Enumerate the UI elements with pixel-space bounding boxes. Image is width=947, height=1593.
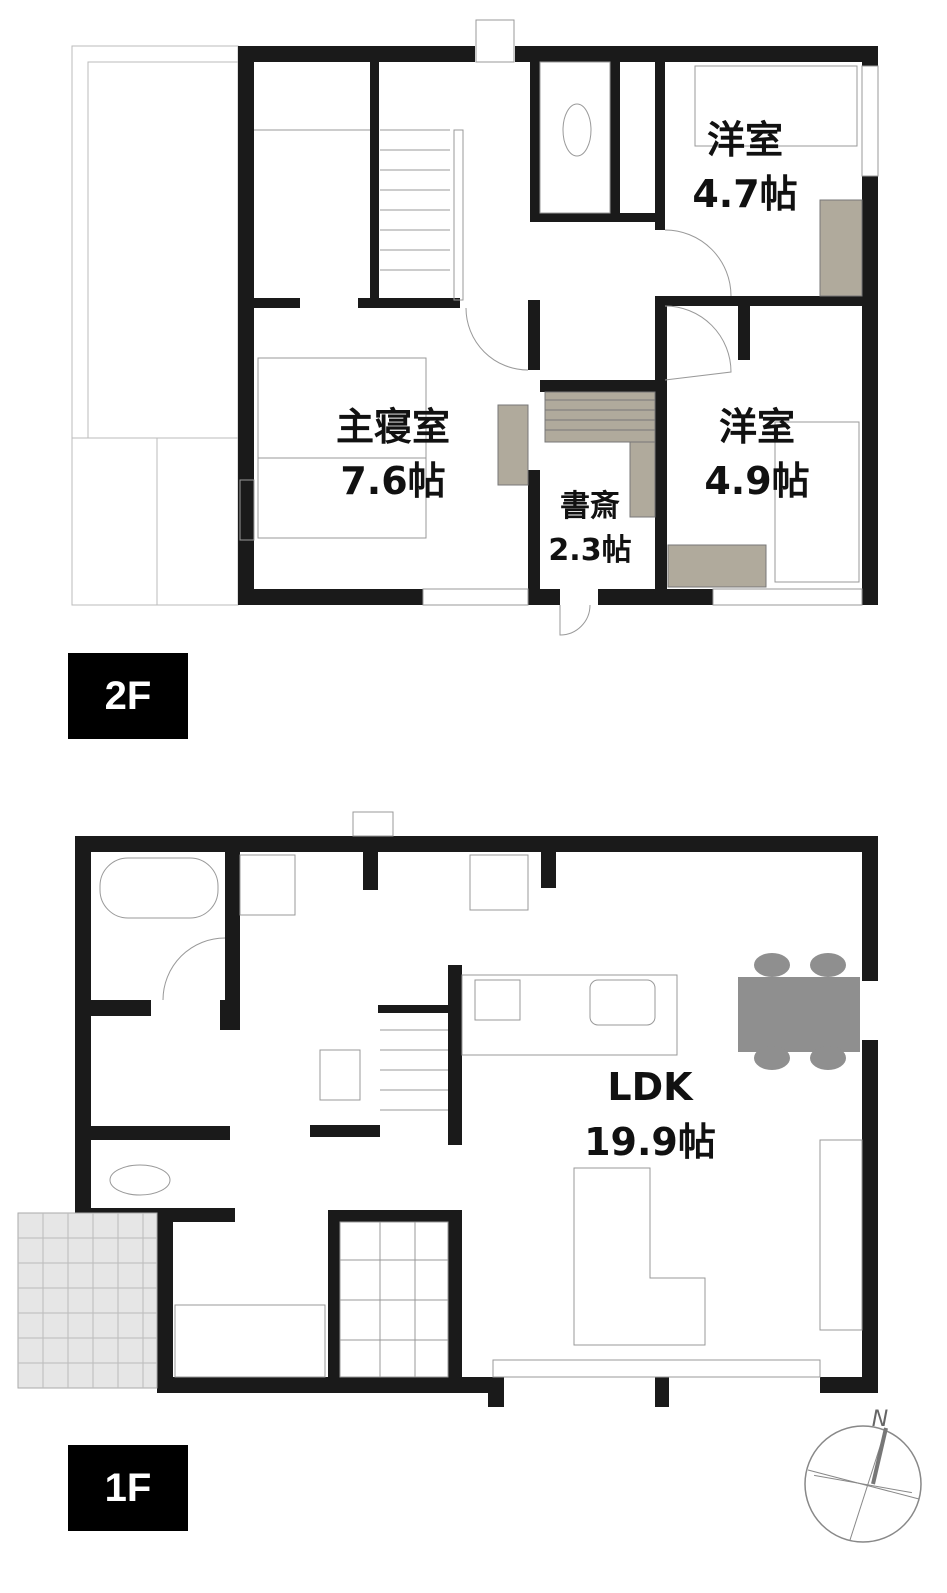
entry-porch-tiles: [17, 1212, 158, 1389]
fixtures-2f: [239, 19, 879, 636]
compass: N: [804, 1407, 922, 1543]
room-size: 4.7帖: [692, 172, 797, 216]
room-size: 4.9帖: [704, 459, 809, 503]
north-arrow-icon: [871, 1427, 888, 1485]
chair: [810, 953, 846, 977]
chair: [754, 953, 790, 977]
chair: [754, 1046, 790, 1070]
room-name: 洋室: [719, 405, 795, 449]
balcony: [71, 45, 239, 606]
room-name: 主寝室: [336, 405, 450, 449]
room-name: 書斎: [560, 489, 620, 524]
fixtures-1f: [82, 811, 863, 1378]
chair: [810, 1046, 846, 1070]
room-name: LDK: [607, 1065, 694, 1109]
room-size: 7.6帖: [340, 459, 445, 503]
room-name: 洋室: [707, 118, 783, 162]
room-size: 2.3帖: [548, 533, 631, 568]
floor-label-2f: 2F: [68, 653, 188, 739]
stair-lines: [545, 399, 655, 431]
dining-table: [738, 977, 860, 1052]
walls-1f: [75, 836, 878, 1407]
floor-label-1f: 1F: [68, 1445, 188, 1531]
walls-2f: [238, 46, 878, 605]
dining-set: [738, 953, 860, 1070]
compass-north-label: N: [872, 1407, 888, 1432]
room-size: 19.9帖: [584, 1120, 716, 1164]
room-labels: 洋室 4.7帖 主寝室 7.6帖 洋室 4.9帖 書斎 2.3帖 LDK 19.…: [336, 118, 810, 1164]
furniture-2f: [497, 199, 863, 588]
